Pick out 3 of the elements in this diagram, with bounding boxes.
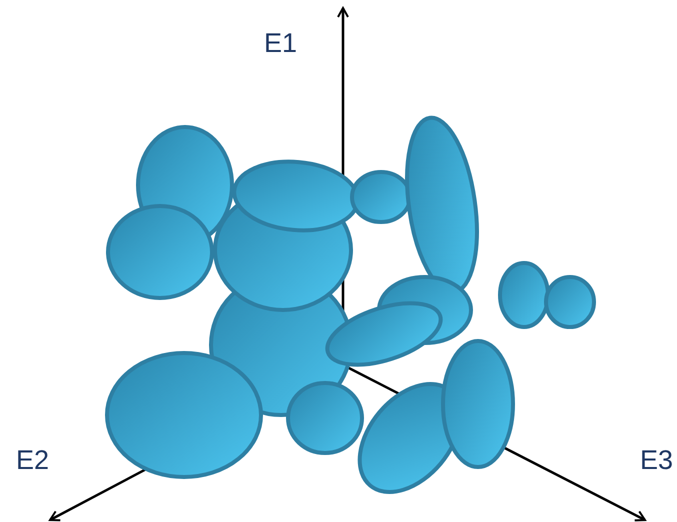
axis-label: E1 bbox=[264, 30, 298, 57]
axis-label: E3 bbox=[640, 447, 674, 474]
axis-label: E2 bbox=[16, 447, 50, 474]
